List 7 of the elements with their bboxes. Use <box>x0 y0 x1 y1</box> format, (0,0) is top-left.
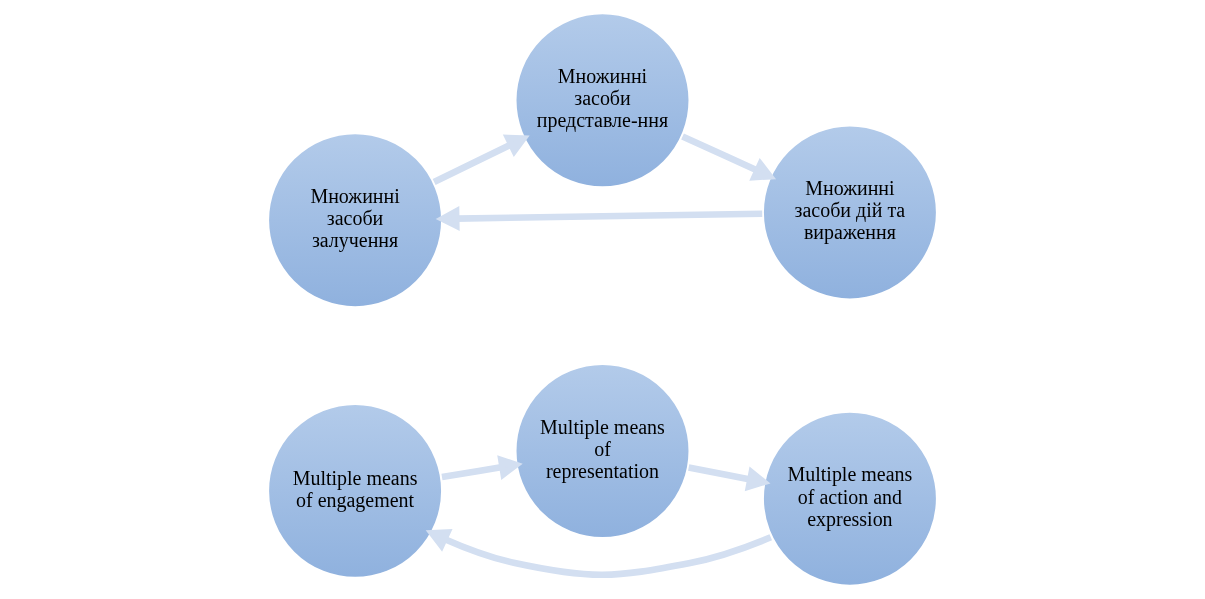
node-circle: Множинні засоби представле-ння <box>513 11 692 190</box>
arrow <box>681 133 777 181</box>
arrow <box>425 528 773 579</box>
arrow <box>441 455 523 481</box>
arrow <box>688 464 771 492</box>
arrow <box>432 134 530 186</box>
arrow <box>435 206 763 232</box>
